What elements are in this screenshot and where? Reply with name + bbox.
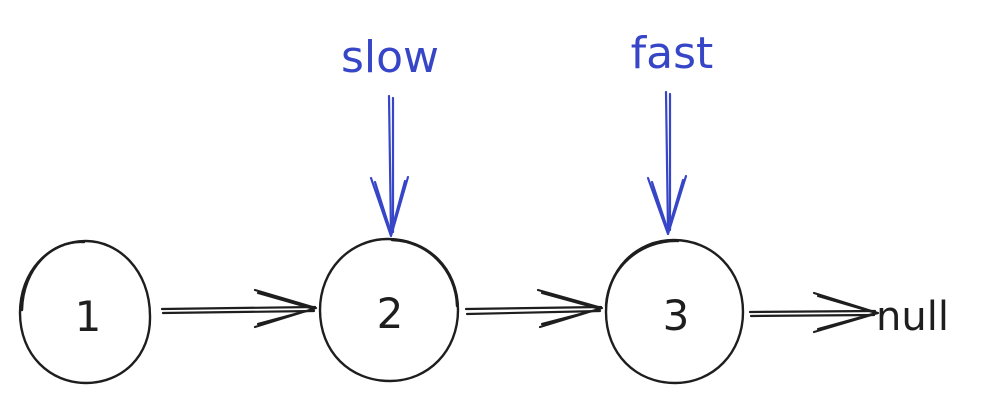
node-3-label: 3 — [663, 291, 690, 340]
node-1: 1 — [18, 239, 152, 385]
node-3-circle-overstroke — [604, 239, 680, 308]
node-2: 2 — [318, 237, 460, 383]
node-3: 3 — [604, 238, 745, 385]
fast-pointer: fast — [631, 28, 714, 236]
edge-1-to-2 — [160, 288, 318, 329]
node-1-label: 1 — [75, 292, 102, 341]
edge-1-to-2-arrowhead — [253, 288, 318, 329]
edge-2-to-3-shaft — [464, 305, 603, 316]
fast-pointer-label: fast — [631, 28, 714, 79]
node-2-circle-overstroke — [390, 238, 459, 308]
edge-3-to-null-shaft — [748, 309, 877, 318]
node-1-circle-overstroke — [20, 240, 86, 312]
edge-1-to-2-shaft — [160, 305, 317, 315]
node-2-label: 2 — [377, 289, 404, 338]
edge-3-to-null-arrowhead — [812, 291, 880, 334]
node-3-circle — [604, 238, 745, 385]
edge-3-to-null — [748, 291, 880, 334]
edge-2-to-3 — [464, 288, 604, 329]
slow-pointer-label: slow — [341, 32, 439, 83]
null-label: null — [876, 294, 949, 340]
fast-pointer-shaft — [664, 90, 672, 234]
fast-pointer-arrowhead — [646, 174, 688, 236]
node-1-circle — [18, 239, 152, 385]
slow-pointer-arrowhead — [369, 175, 410, 238]
slow-pointer: slow — [341, 32, 439, 238]
edge-2-to-3-arrowhead — [536, 288, 604, 329]
slow-pointer-shaft — [387, 94, 395, 236]
